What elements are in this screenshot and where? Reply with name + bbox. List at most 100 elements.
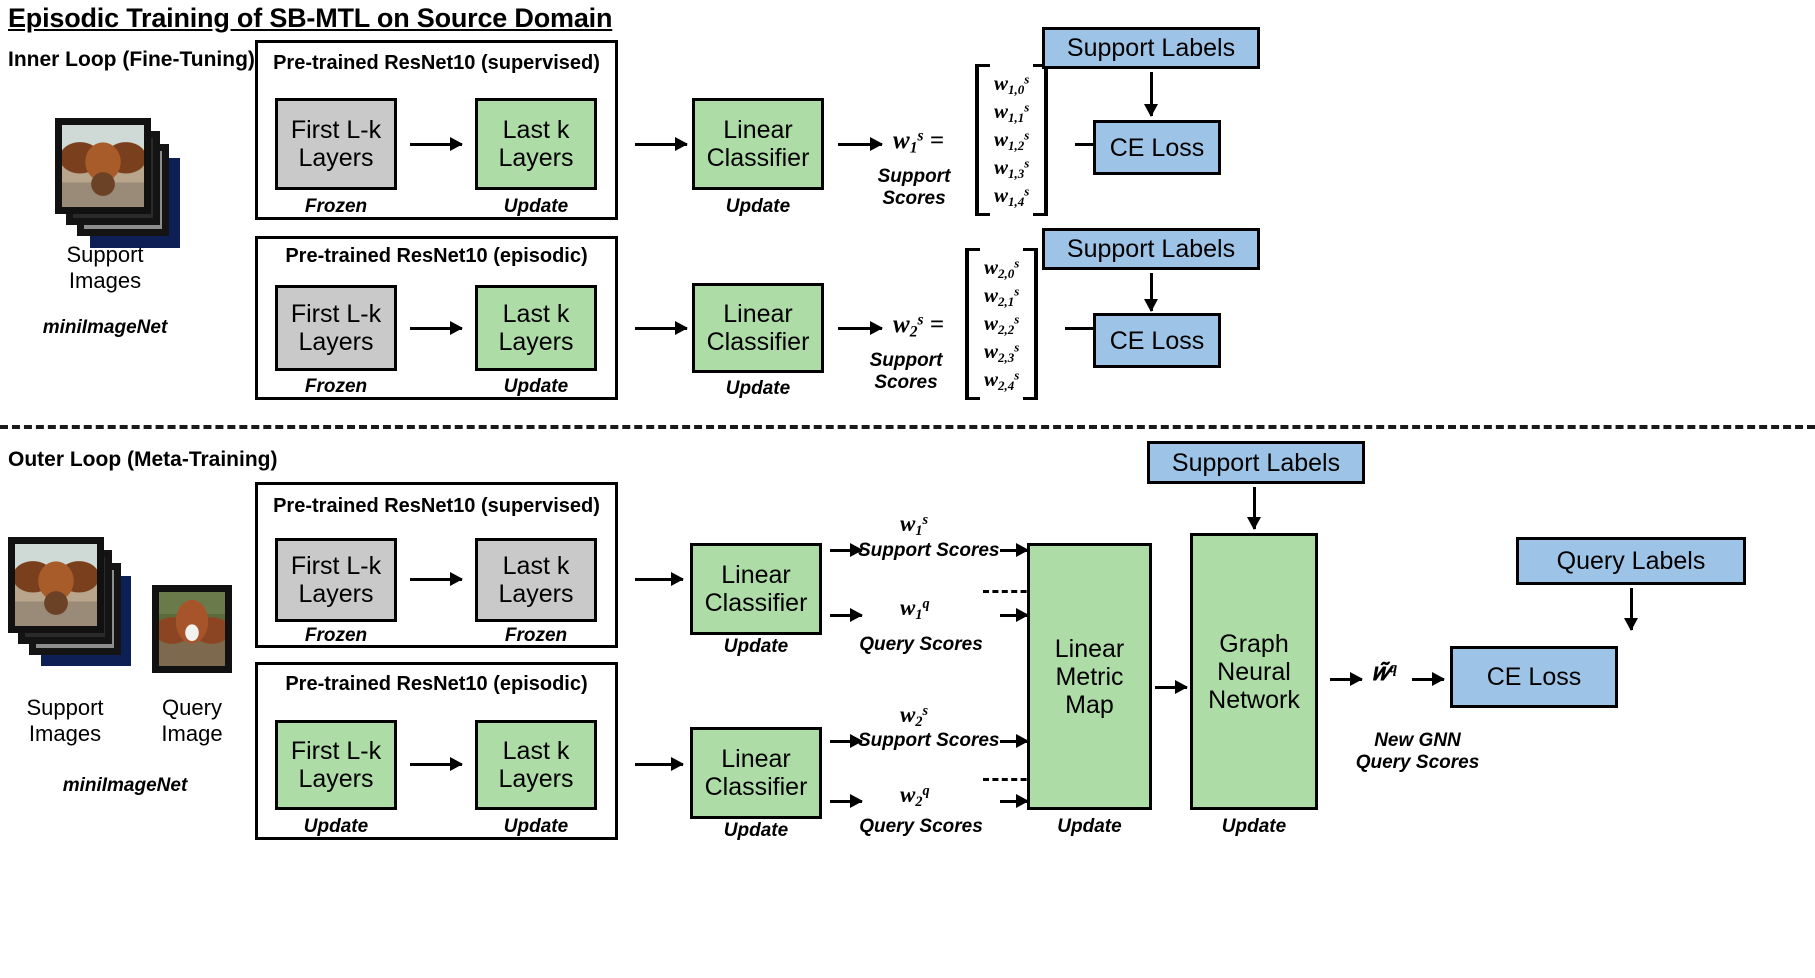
outer-branch-1-arrow-first-to-last (410, 572, 463, 586)
outer-query-labels-box[interactable]: Query Labels (1516, 537, 1746, 585)
gnn-output-symbol: 𝑤̃q (1372, 659, 1397, 687)
inner-branch-1-ce-loss-text: CE Loss (1109, 133, 1205, 162)
inner-branch-1-first-block-line1: First L-k (290, 116, 382, 144)
inner-branch-2-vector-caption: Support Scores (858, 350, 954, 394)
outer-branch-1-support-score-label: Support Scores (858, 540, 1000, 561)
inner-branch-2-arrow-classifier-to-vector (838, 321, 883, 335)
inner-branch-2-support-labels-text: Support Labels (1066, 235, 1236, 263)
outer-support-caption-line2: Images (28, 720, 102, 746)
gnn-line3: Network (1208, 685, 1300, 714)
matrix-row: w1,2s (994, 126, 1029, 154)
graph-neural-network-box: Graph Neural Network (1190, 533, 1318, 810)
outer-branch-1-query-symbol-base: w (900, 595, 916, 620)
outer-branch-2-first-block-line1: First L-k (290, 737, 382, 765)
matrix-row-sup: s (1014, 339, 1020, 355)
inner-branch-1-support-labels-text: Support Labels (1066, 34, 1236, 62)
outer-branch-2-classifier-line2: Classifier (704, 773, 808, 801)
outer-branch-2-classifier-state: Update (723, 820, 789, 841)
outer-branch-2-query-symbol: w2q (900, 782, 930, 811)
matrix-row: w2,3s (984, 338, 1019, 366)
inner-branch-2-vector-caption-line1: Support (869, 350, 943, 371)
outer-support-labels-text: Support Labels (1171, 448, 1341, 477)
inner-branch-2-classifier-line2: Classifier (706, 328, 810, 356)
matrix-row-sup: s (1014, 255, 1020, 271)
inner-branch-2-ce-loss-box[interactable]: CE Loss (1093, 313, 1221, 368)
outer-branch-1-arrow-panel-to-classifier (635, 572, 684, 586)
inner-branch-1-last-block-line1: Last k (502, 116, 570, 144)
inner-loop-label: Inner Loop (Fine-Tuning) (8, 48, 255, 71)
inner-branch-2-vector-sup: s (917, 311, 924, 329)
inner-branch-1-classifier-state: Update (725, 196, 791, 217)
inner-branch-2-linear-classifier: Linear Classifier (692, 283, 824, 373)
matrix-row-sub: 1,3 (1008, 165, 1025, 181)
matrix-row-sup: s (1014, 283, 1020, 299)
outer-branch-2-panel-title: Pre-trained ResNet10 (episodic) (285, 673, 588, 695)
matrix-row: w1,1s (994, 98, 1029, 126)
matrix-row-base: w (994, 155, 1009, 180)
inner-branch-1-support-labels-box[interactable]: Support Labels (1042, 27, 1260, 69)
matrix-row-sup: s (1024, 183, 1030, 199)
outer-branch-2-support-symbol-sub: 2 (915, 713, 923, 730)
linear-metric-map-line1: Linear (1054, 634, 1125, 663)
outer-branch-2-support-score-label: Support Scores (858, 730, 1000, 751)
support-image-front (55, 118, 151, 214)
inner-branch-2-vector-equals: = (929, 311, 944, 338)
outer-branch-2-last-block: Last k Layers (475, 720, 597, 810)
outer-branch-2-arrow-query-to-metric (1000, 794, 1029, 808)
outer-support-labels-box[interactable]: Support Labels (1147, 441, 1365, 484)
support-image-front (8, 537, 104, 633)
linear-metric-map-state: Update (1057, 816, 1122, 837)
inner-branch-1-matrix-rows: w1,0s w1,1s w1,2s w1,3s w1,4s (990, 67, 1033, 214)
gnn-line2: Neural (1217, 657, 1291, 686)
gnn-output-base: 𝑤̃ (1372, 659, 1390, 686)
outer-branch-1-first-block-line2: Layers (298, 580, 374, 608)
inner-branch-2-vector-sub: 2 (909, 323, 918, 341)
outer-branch-2-linear-classifier: Linear Classifier (690, 727, 822, 819)
inner-branch-2-last-block: Last k Layers (475, 285, 597, 371)
inner-branch-1-vector-equals: = (929, 127, 944, 154)
inner-branch-1-vector-sub: 1 (909, 139, 918, 157)
outer-branch-1-panel-title: Pre-trained ResNet10 (supervised) (273, 495, 600, 517)
outer-branch-1-first-block: First L-k Layers (275, 538, 397, 622)
section-divider (0, 425, 1815, 429)
outer-branch-1-classifier-line2: Classifier (704, 589, 808, 617)
inner-branch-1-vector-sup: s (917, 127, 924, 145)
matrix-bracket-left (965, 248, 980, 400)
inner-branch-2-last-block-line2: Layers (498, 328, 574, 356)
outer-branch-1-arrow-to-support-score (830, 543, 863, 557)
matrix-row: w1,4s (994, 182, 1029, 210)
outer-branch-1-first-block-line1: First L-k (290, 552, 382, 580)
outer-ce-loss-box[interactable]: CE Loss (1450, 646, 1618, 708)
outer-branch-2-query-symbol-sub: 2 (915, 793, 923, 810)
query-image (152, 585, 232, 673)
matrix-row-sub: 1,4 (1008, 194, 1025, 210)
outer-branch-1-classifier-state: Update (723, 636, 789, 657)
gnn-output-sup: q (1389, 659, 1398, 677)
matrix-row-base: w (994, 98, 1009, 123)
arrow-query-labels-to-ce-loss (1624, 588, 1638, 631)
outer-branch-1-query-symbol-sub: 1 (915, 606, 923, 623)
inner-branch-2-panel-title: Pre-trained ResNet10 (episodic) (285, 245, 588, 267)
outer-dataset-name: miniImageNet (62, 775, 188, 796)
arrow-metric-map-to-gnn (1155, 680, 1188, 694)
inner-branch-2-first-block-line2: Layers (298, 328, 374, 356)
outer-branch-1-last-block-line2: Layers (498, 580, 574, 608)
outer-branch-2-query-symbol-base: w (900, 782, 916, 807)
inner-branch-2-classifier-line1: Linear (723, 300, 793, 328)
inner-support-caption: Support Images (30, 242, 180, 294)
inner-branch-2-support-labels-box[interactable]: Support Labels (1042, 228, 1260, 270)
outer-branch-2-arrow-panel-to-classifier (635, 757, 684, 771)
outer-branch-1-last-block-state: Frozen (504, 625, 568, 646)
inner-branch-1-ce-loss-box[interactable]: CE Loss (1093, 120, 1221, 175)
outer-query-caption: Query Image (130, 695, 254, 747)
outer-branch-2-arrow-first-to-last (410, 757, 463, 771)
outer-branch-2-last-block-state: Update (503, 816, 569, 837)
inner-branch-2-arrow-panel-to-classifier (635, 321, 688, 335)
matrix-row-sub: 1,2 (1008, 137, 1025, 153)
outer-branch-1-last-block-line1: Last k (502, 552, 570, 580)
matrix-row-sub: 1,1 (1008, 109, 1025, 125)
inner-branch-2-vector-caption-line2: Scores (874, 372, 938, 393)
inner-branch-1-linear-classifier: Linear Classifier (692, 98, 824, 190)
inner-branch-1-vector-symbol: w1s = (893, 127, 944, 157)
inner-branch-2-arrow-first-to-last (410, 321, 463, 335)
